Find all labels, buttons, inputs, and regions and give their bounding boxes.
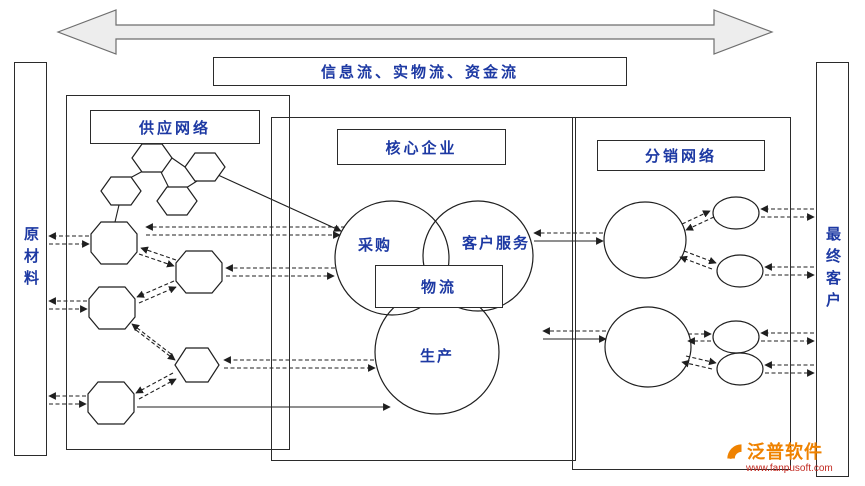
distribution-network-section [572, 117, 791, 470]
distribution-internal-arrows [679, 210, 717, 370]
fanpu-logo-icon [727, 444, 742, 459]
watermark-url: www.fanpusoft.com [746, 463, 833, 474]
supplier-octagon-4 [87, 381, 135, 425]
customer-service-circle [422, 200, 534, 312]
watermark: 泛普软件 www.fanpusoft.com [724, 438, 864, 484]
core-enterprise-title-box: 核心企业 [337, 129, 506, 165]
supplier-to-core-arrows [137, 223, 391, 411]
flow-label-box: 信息流、实物流、资金流 [213, 57, 627, 86]
distributor-circle-2 [604, 306, 692, 388]
retailer-ellipse-1 [712, 196, 760, 230]
supplier-hexagon-5 [174, 347, 220, 383]
final-customer-label: 最终客户 [824, 225, 841, 314]
flow-label: 信息流、实物流、资金流 [320, 64, 519, 81]
distribution-network-title: 分销网络 [644, 148, 717, 165]
supply-network-title-box: 供应网络 [90, 110, 260, 144]
retailer-ellipse-2 [716, 254, 764, 288]
distribution-nodes [603, 196, 764, 388]
supplier-octagon-2 [175, 250, 223, 294]
watermark-brand: 泛普软件 [747, 442, 823, 462]
raw-material-label: 原材料 [22, 226, 39, 292]
final-customer-bar: 最终客户 [816, 62, 849, 477]
supplier-octagon-3 [88, 286, 136, 330]
supplier-octagon-1 [90, 221, 138, 265]
supplier-nodes [87, 143, 226, 425]
distribution-to-customer-arrows [760, 205, 815, 377]
supplier-hexagon-2 [184, 152, 226, 182]
retailer-ellipse-4 [716, 352, 764, 386]
logistics-label: 物流 [420, 279, 457, 296]
material-to-supplier-arrows [48, 232, 90, 408]
core-enterprise-title: 核心企业 [385, 139, 458, 157]
distributor-circle-1 [603, 201, 687, 279]
core-to-distribution-arrows [533, 229, 607, 343]
supplier-hexagon-1 [131, 143, 173, 173]
logistics-box: 物流 [375, 265, 503, 308]
supply-network-title: 供应网络 [138, 119, 211, 137]
raw-material-bar: 原材料 [14, 62, 47, 456]
purchase-label: 采购 [357, 237, 392, 254]
supplier-hexagon-3 [100, 176, 142, 206]
supplier-network-links [114, 157, 342, 400]
customer-service-label: 客户服务 [461, 235, 530, 252]
bidirectional-flow-arrow [56, 9, 774, 55]
core-enterprise-section [271, 117, 576, 461]
distribution-network-title-box: 分销网络 [597, 140, 765, 171]
supply-network-section [66, 95, 290, 450]
purchase-circle [334, 200, 450, 316]
supplier-hexagon-4 [156, 186, 198, 216]
production-label: 生产 [419, 348, 454, 365]
